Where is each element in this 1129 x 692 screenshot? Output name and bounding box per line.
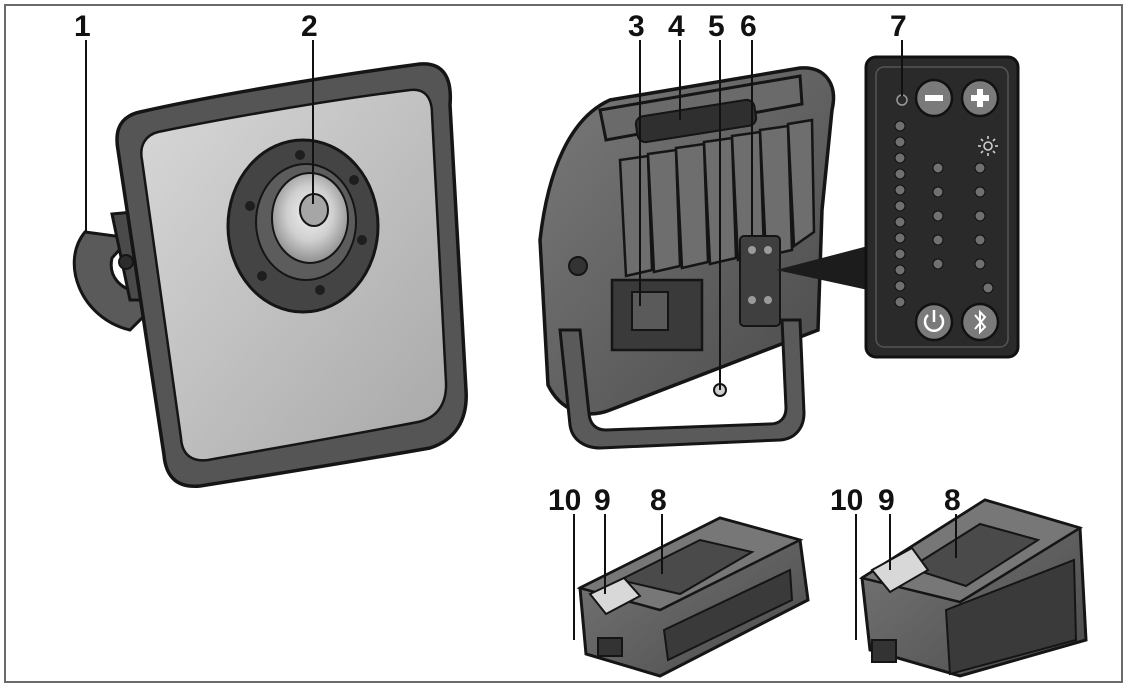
minus-button[interactable] (914, 78, 954, 118)
battery-left-release (597, 637, 623, 657)
battery-leds (894, 120, 906, 308)
battery-left-callout-8: 8 (650, 484, 667, 517)
battery-right-callout-9: 9 (878, 484, 895, 517)
back-lamp (538, 66, 836, 450)
lens-screws (245, 150, 367, 295)
bluetooth-button[interactable] (960, 302, 1000, 342)
power-icon (923, 310, 945, 332)
battery-right-indicator (870, 546, 930, 594)
battery-right-callout-8: 8 (944, 484, 961, 517)
power-button[interactable] (914, 302, 954, 342)
sun-icon (978, 136, 998, 156)
battery-left-indicator (588, 576, 642, 616)
brightness-leds (974, 162, 994, 294)
stand-loop (558, 318, 806, 450)
battery-contacts (631, 291, 669, 331)
minus-icon (925, 95, 943, 101)
battery-right-callout-10: 10 (830, 484, 864, 517)
callout-3: 3 (628, 10, 645, 43)
callout-2: 2 (301, 10, 318, 43)
battery-left-callout-10: 10 (548, 484, 582, 517)
handle-grip (634, 98, 758, 144)
battery-right (858, 498, 1088, 678)
callout-5: 5 (708, 10, 725, 43)
plus-icon (971, 89, 989, 107)
battery-left (576, 516, 810, 678)
callout-1: 1 (74, 10, 91, 43)
side-knob (568, 256, 588, 276)
bluetooth-icon (974, 309, 987, 335)
stand-bracket (72, 230, 163, 332)
mode-leds (932, 162, 944, 270)
callout-4: 4 (668, 10, 685, 43)
battery-left-callout-9: 9 (594, 484, 611, 517)
callout-6: 6 (740, 10, 757, 43)
leader-lines (85, 40, 957, 640)
battery-right-release (871, 639, 897, 663)
detail-pointer (776, 246, 868, 290)
callout-7: 7 (890, 10, 907, 43)
mini-control-panel (739, 235, 781, 327)
control-panel-detail (864, 55, 1020, 359)
front-lamp (72, 62, 468, 488)
stand-pivot (118, 254, 134, 270)
plus-button[interactable] (960, 78, 1000, 118)
